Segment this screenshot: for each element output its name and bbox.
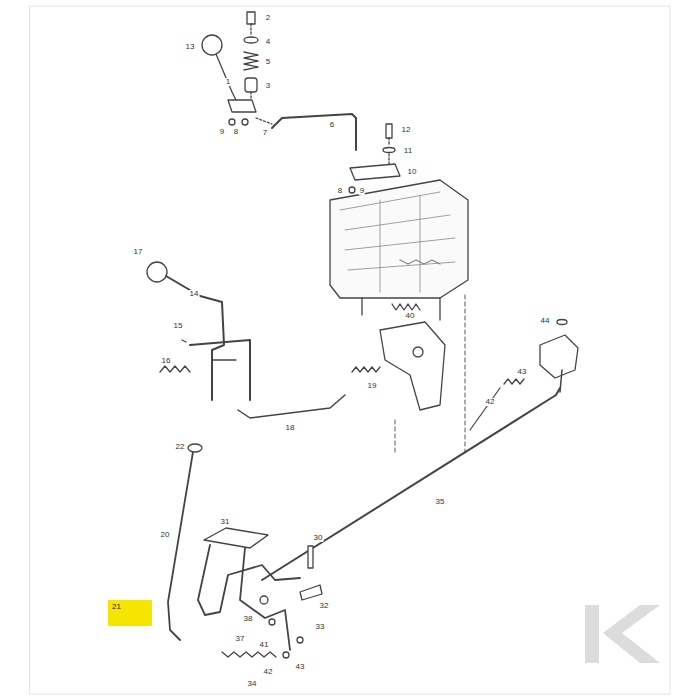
callout-number: 38 (243, 615, 254, 623)
callout-number: 40 (405, 312, 416, 320)
callout-number: 7 (262, 129, 268, 137)
callout-number: 3 (265, 82, 271, 90)
callout-number: 34 (247, 680, 258, 688)
callout-number: 35 (435, 498, 446, 506)
lift-lever (166, 276, 224, 400)
rod (168, 452, 193, 640)
callout-number: 1 (225, 78, 231, 86)
spring (160, 366, 190, 372)
callout-number: 4 (265, 38, 271, 46)
knob (202, 35, 222, 55)
callout-number: 44 (540, 317, 551, 325)
callout-number: 42 (485, 398, 496, 406)
highlight-box: 21 (108, 600, 152, 626)
shift-arm (350, 164, 400, 180)
callout-number: 16 (161, 357, 172, 365)
callout-number: 11 (403, 147, 413, 155)
rod (238, 395, 345, 418)
callout-number: 19 (367, 382, 378, 390)
knob (147, 262, 167, 282)
callout-number: 9 (359, 187, 365, 195)
callout-number: 43 (295, 663, 306, 671)
callout-number: 14 (189, 290, 200, 298)
spring (392, 304, 420, 310)
callout-number: 18 (285, 424, 296, 432)
brake-rod (262, 388, 560, 580)
bracket (228, 100, 256, 112)
callout-number: 12 (401, 126, 412, 134)
bolt (247, 12, 255, 24)
callout-number: 15 (173, 322, 184, 330)
axis (250, 24, 251, 98)
callout-number: 5 (265, 58, 271, 66)
callout-number: 8 (337, 187, 343, 195)
callout-number: 20 (160, 531, 171, 539)
spring (222, 652, 276, 657)
washer (244, 37, 258, 43)
transmission (330, 180, 468, 298)
bushing (245, 78, 257, 92)
spring (352, 367, 380, 372)
callout-number: 8 (233, 128, 239, 136)
callout-number: 41 (259, 641, 270, 649)
callout-number: 33 (315, 623, 326, 631)
callout-number: 2 (265, 14, 271, 22)
pedal-bracket (380, 322, 445, 410)
callout-number: 37 (235, 635, 246, 643)
callout-number: 43 (517, 368, 528, 376)
callout-number: 17 (133, 248, 144, 256)
frame (30, 6, 670, 694)
callout-number: 30 (313, 534, 324, 542)
pedal (204, 528, 268, 548)
callout-number: 32 (319, 602, 330, 610)
callout-number: 13 (185, 43, 196, 51)
spring (244, 52, 258, 70)
callout-number: 10 (407, 168, 418, 176)
brake-pedal (540, 335, 578, 378)
spring (504, 379, 524, 384)
callout-number: 22 (175, 443, 186, 451)
callout-number: 31 (220, 518, 231, 526)
callout-number: 21 (112, 603, 148, 611)
callout-number: 9 (219, 128, 225, 136)
shift-rod (272, 114, 356, 150)
callout-number: 6 (329, 121, 335, 129)
callout-number: 42 (263, 668, 274, 676)
watermark-logo (585, 605, 660, 663)
